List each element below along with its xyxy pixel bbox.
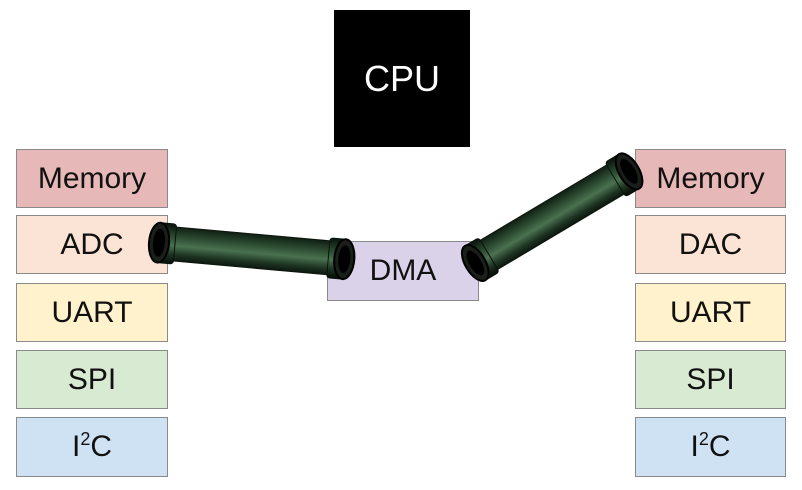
right-uart-label: UART	[669, 295, 752, 329]
left-spi-label: SPI	[67, 362, 117, 396]
adc-block: ADC	[16, 215, 168, 274]
right-memory-label: Memory	[656, 161, 765, 195]
right-i2c-block: I2C	[635, 417, 786, 477]
cpu-label: CPU	[363, 57, 440, 99]
dac-block: DAC	[635, 215, 786, 274]
right-uart-block: UART	[635, 283, 786, 342]
left-memory-label: Memory	[37, 161, 147, 195]
right-spi-label: SPI	[686, 362, 735, 396]
dac-label: DAC	[678, 227, 743, 261]
cpu-block: CPU	[334, 10, 470, 147]
right-memory-block: Memory	[635, 149, 786, 208]
left-i2c-label: I2C	[71, 429, 113, 463]
dma-label: DMA	[369, 254, 437, 287]
left-i2c-block: I2C	[16, 417, 168, 477]
left-uart-label: UART	[51, 295, 133, 329]
dma-to-memory-pipe	[460, 152, 644, 282]
left-memory-block: Memory	[16, 149, 168, 208]
left-spi-block: SPI	[16, 350, 168, 409]
adc-label: ADC	[60, 227, 124, 261]
right-i2c-label: I2C	[690, 429, 731, 463]
right-spi-block: SPI	[635, 350, 786, 409]
adc-to-dma-pipe	[147, 221, 356, 281]
left-uart-block: UART	[16, 283, 168, 342]
